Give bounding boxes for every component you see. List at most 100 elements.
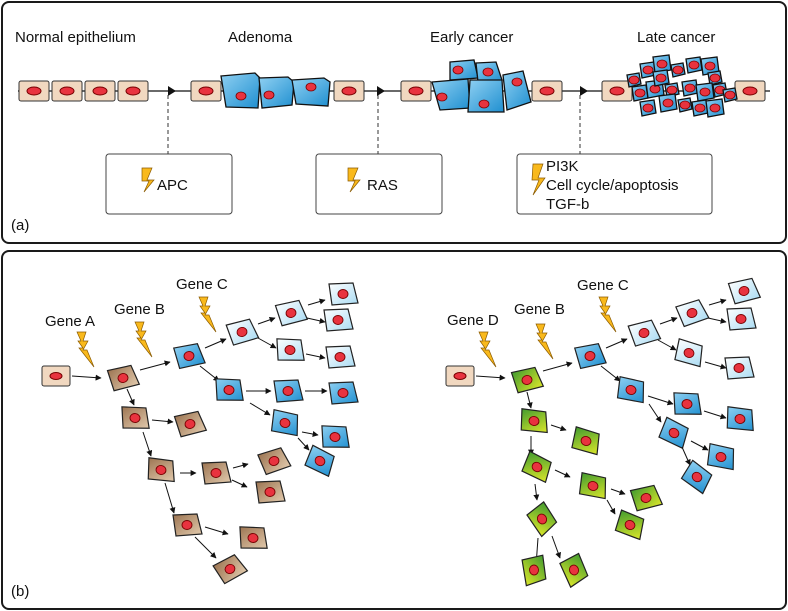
- arrow: [550, 424, 567, 432]
- cell: [215, 378, 244, 401]
- cell: [212, 554, 249, 585]
- arrow: [194, 536, 217, 559]
- nucleus: [735, 314, 747, 324]
- lightning-icon: [141, 167, 155, 193]
- panel-b: [1, 250, 787, 610]
- arrow: [151, 418, 174, 425]
- nucleus: [305, 82, 317, 92]
- cancer-cell: [449, 59, 479, 81]
- arrow: [605, 338, 628, 349]
- lightning-icon: [76, 331, 95, 368]
- gene-label-b: Gene B: [114, 301, 165, 318]
- arrow: [142, 431, 153, 457]
- arrow: [681, 446, 691, 466]
- nucleus: [684, 83, 696, 93]
- nucleus: [224, 563, 236, 575]
- arrow: [704, 361, 727, 370]
- nucleus: [724, 90, 736, 100]
- cell: [673, 392, 702, 415]
- nucleus: [580, 435, 592, 447]
- normal-cell: [333, 80, 365, 102]
- nucleus: [733, 363, 745, 373]
- nucleus: [59, 86, 75, 96]
- mutation-label: APC: [157, 177, 188, 194]
- lightning-icon: [347, 167, 361, 193]
- cell: [727, 277, 762, 305]
- stage-title-normal: Normal epithelium: [15, 29, 136, 46]
- nucleus: [709, 73, 721, 83]
- late-cancer-cell: [639, 99, 657, 117]
- nucleus: [672, 65, 684, 75]
- nucleus: [236, 327, 248, 337]
- nucleus: [329, 432, 341, 442]
- cell: [201, 461, 232, 485]
- cell: [106, 364, 141, 392]
- stage-title-adenoma: Adenoma: [228, 29, 293, 46]
- nucleus: [198, 86, 214, 96]
- nucleus: [235, 91, 247, 101]
- nucleus: [341, 86, 357, 96]
- normal-cell: [531, 80, 563, 102]
- nucleus: [332, 315, 344, 325]
- cell: [255, 480, 286, 504]
- nucleus: [691, 471, 703, 483]
- nucleus: [528, 416, 540, 426]
- late-cancer-cell: [722, 87, 738, 103]
- cell: [627, 319, 662, 347]
- arrow: [647, 395, 674, 406]
- arrow: [551, 535, 561, 559]
- normal-cell: [18, 80, 50, 102]
- nucleus: [715, 452, 727, 462]
- cell: [559, 552, 589, 589]
- clonal-trees: [41, 277, 762, 589]
- arrow-head: [580, 86, 588, 96]
- nucleus: [568, 564, 580, 576]
- nucleus: [268, 456, 280, 466]
- nucleus: [453, 372, 467, 380]
- arrow: [305, 353, 326, 360]
- nucleus: [681, 399, 693, 409]
- cell: [321, 425, 350, 448]
- arrow: [657, 339, 677, 351]
- cancer-cell: [475, 61, 503, 83]
- arrow: [204, 338, 227, 349]
- late-cancer-cell: [652, 54, 672, 74]
- cell: [325, 345, 356, 369]
- cell: [680, 459, 713, 495]
- nucleus: [531, 461, 543, 473]
- late-cancer-cell: [670, 62, 686, 78]
- nucleus: [452, 65, 464, 75]
- normal-cell: [734, 80, 766, 102]
- arrow: [475, 374, 506, 381]
- nucleus: [679, 100, 691, 110]
- arrow: [297, 437, 310, 451]
- mutation-box-multi: PI3K Cell cycle/apoptosis TGF-b: [516, 95, 713, 215]
- nucleus: [609, 86, 625, 96]
- nucleus: [284, 345, 296, 355]
- nucleus: [264, 487, 276, 497]
- nucleus: [511, 77, 523, 87]
- nucleus: [699, 87, 711, 97]
- nucleus: [638, 328, 650, 338]
- cell: [726, 307, 757, 331]
- normal-cell: [41, 365, 71, 387]
- arrow: [610, 488, 626, 496]
- cancer-cell: [502, 70, 532, 111]
- lightning-icon: [535, 323, 554, 360]
- nucleus: [247, 533, 259, 543]
- arrow: [257, 316, 276, 325]
- nucleus: [49, 372, 63, 380]
- nucleus: [634, 88, 646, 98]
- mutation-label: TGF-b: [546, 196, 589, 213]
- arrow: [249, 402, 271, 416]
- progression-line: [18, 54, 770, 118]
- arrow: [139, 360, 171, 371]
- cell: [328, 282, 359, 306]
- nucleus: [642, 65, 654, 75]
- cell: [724, 356, 755, 380]
- cell: [239, 526, 268, 549]
- nucleus: [436, 92, 448, 102]
- nucleus: [624, 519, 636, 531]
- arrow: [659, 316, 678, 325]
- gene-label-d: Gene D: [447, 312, 499, 329]
